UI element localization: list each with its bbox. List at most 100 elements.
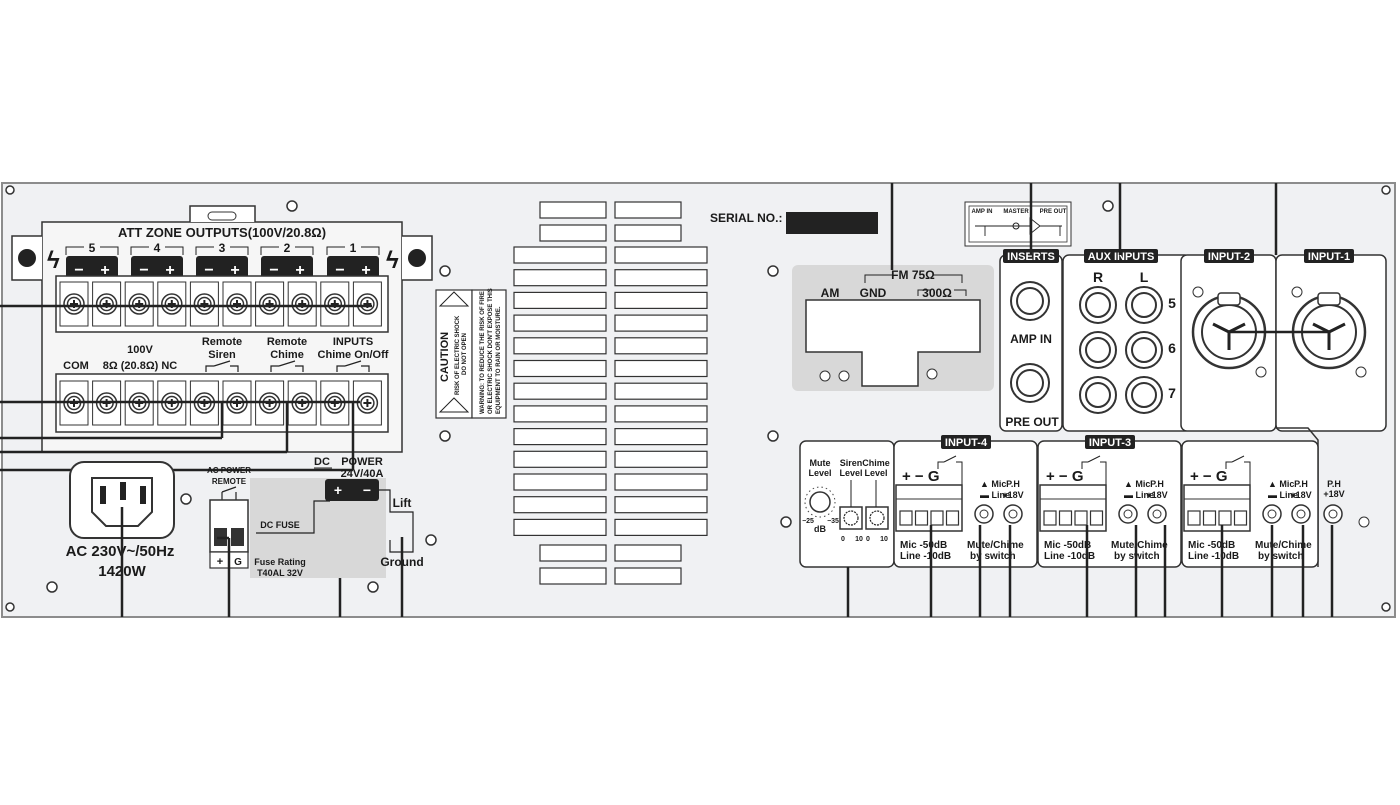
ac-voltage-label: AC 230V~/50Hz <box>66 543 175 560</box>
vent-slot <box>614 314 708 332</box>
mic-label: ▲ Mic <box>1124 479 1150 489</box>
ac-power-remote-sub: REMOTE <box>212 477 247 486</box>
vent-slot <box>614 224 682 242</box>
inputs-chime-label-2: Chime On/Off <box>318 349 389 361</box>
zone-number: 4 <box>154 241 161 255</box>
rca-jack[interactable] <box>1125 331 1163 369</box>
vent-slot <box>513 269 607 287</box>
input1-ph-label: P.H <box>1327 479 1341 489</box>
mic-line-switch[interactable] <box>1118 504 1138 524</box>
mic-line-switch[interactable] <box>1262 504 1282 524</box>
rca-jack[interactable] <box>1079 376 1117 414</box>
screw-terminal[interactable] <box>255 281 285 327</box>
dc-label: DC <box>314 456 330 468</box>
serial-label: SERIAL NO.: <box>710 211 782 225</box>
dc-power-label: POWER <box>341 456 383 468</box>
inserts-amp-in: AMP IN <box>1010 332 1052 346</box>
vent-slot <box>614 518 708 537</box>
by-switch-label: by switch <box>970 551 1016 562</box>
vent-slot <box>614 428 708 446</box>
rca-jack[interactable] <box>1079 286 1117 324</box>
terminal-input-title: INPUT-4 <box>945 437 988 449</box>
rca-jack[interactable] <box>1125 286 1163 324</box>
fuse-rating-label: Fuse Rating <box>254 557 306 567</box>
mic-level-label: Mic -50dB <box>1188 540 1235 551</box>
com-label: COM <box>63 360 89 372</box>
pointer-lines-top-right <box>1029 183 1329 334</box>
fuse-value-label: T40AL 32V <box>257 568 303 578</box>
dc-rating-label: 24V/40A <box>341 468 384 480</box>
zone-plus: + <box>361 262 370 279</box>
ph18-label: +18V <box>1290 490 1311 500</box>
screw-terminal[interactable] <box>189 281 219 327</box>
plus-minus-g-label: + − G <box>1190 468 1228 485</box>
impedance-label: 8Ω (20.8Ω) NC <box>103 360 178 372</box>
remote-siren-label-2: Siren <box>208 349 236 361</box>
dc-plus: + <box>334 482 342 498</box>
input-1-title: INPUT-1 <box>1308 251 1350 263</box>
rca-jack[interactable] <box>1125 376 1163 414</box>
levels-block: Mute Level Siren Level Chime Level −25 −… <box>799 440 895 568</box>
plus-minus-g-label: + − G <box>1046 468 1084 485</box>
line-level-label: Line -10dB <box>900 551 951 562</box>
mute-level-knob[interactable] <box>809 491 831 513</box>
rca-jack[interactable] <box>1079 331 1117 369</box>
vent-slot <box>513 405 607 423</box>
input1-ph18-label: +18V <box>1323 489 1344 499</box>
aux-row-5: 5 <box>1168 295 1176 311</box>
vent-slot <box>539 201 607 219</box>
aux-jacks <box>1079 286 1163 414</box>
ac-remote-g: G <box>234 557 242 568</box>
mute-chime-label: Mute/Chime <box>1111 540 1168 551</box>
phantom-power-switch[interactable] <box>1003 504 1023 524</box>
zone-minus: − <box>269 262 278 279</box>
warning-line-1: WARNING: TO REDUCE THE RISK OF FIRE <box>480 291 486 414</box>
chime-level-trimmer[interactable] <box>865 506 889 530</box>
att-zone-title: ATT ZONE OUTPUTS(100V/20.8Ω) <box>118 225 326 240</box>
vent-slot <box>614 450 708 468</box>
zone-number: 5 <box>89 241 96 255</box>
300-ohm-label: 300Ω <box>922 286 952 300</box>
vent-slot <box>614 496 708 514</box>
vent-slot <box>513 337 607 355</box>
siren-level-trimmer[interactable] <box>839 506 863 530</box>
mic-level-label: Mic -50dB <box>1044 540 1091 551</box>
gnd-label: GND <box>860 286 887 300</box>
screw-terminal[interactable] <box>287 281 317 327</box>
ph18-label: +18V <box>1146 490 1167 500</box>
wiring-lines-bottom <box>120 507 404 617</box>
vent-slot <box>614 269 708 287</box>
screw-terminal[interactable] <box>320 281 350 327</box>
zone-minus: − <box>335 262 344 279</box>
vent-slot <box>513 518 607 537</box>
lightning-left-icon: ϟ <box>47 247 60 274</box>
phantom-power-switch[interactable] <box>1147 504 1167 524</box>
zone-number: 2 <box>284 241 291 255</box>
zone-number: 3 <box>219 241 226 255</box>
screw-terminal[interactable] <box>124 281 154 327</box>
switch-symbols <box>205 360 370 372</box>
caution-shock-2: DO NOT OPEN <box>462 333 468 375</box>
schematic-amp-in: AMP IN <box>972 209 993 215</box>
by-switch-label: by switch <box>1258 551 1304 562</box>
zone-plus: + <box>230 262 239 279</box>
vent-slot <box>513 359 607 378</box>
screw-terminal[interactable] <box>222 281 252 327</box>
ph-label: P.H <box>1150 479 1164 489</box>
screw-terminal[interactable] <box>352 281 382 327</box>
inserts-block: INSERTS AMP IN PRE OUT <box>999 249 1063 432</box>
screw-terminal[interactable] <box>59 281 89 327</box>
ac-power-remote-title: AC POWER <box>207 466 251 475</box>
vent-slot <box>513 246 607 264</box>
top-terminal-strip <box>59 281 382 327</box>
line-label: ▬ Line <box>1268 490 1298 500</box>
mic-line-switch[interactable] <box>974 504 994 524</box>
screw-terminal[interactable] <box>157 281 187 327</box>
mic-label: ▲ Mic <box>1268 479 1294 489</box>
phantom-power-switch[interactable] <box>1291 504 1311 524</box>
screw-terminal[interactable] <box>92 281 122 327</box>
mic-level-label: Mic -50dB <box>900 540 947 551</box>
db-label: dB <box>814 524 826 534</box>
